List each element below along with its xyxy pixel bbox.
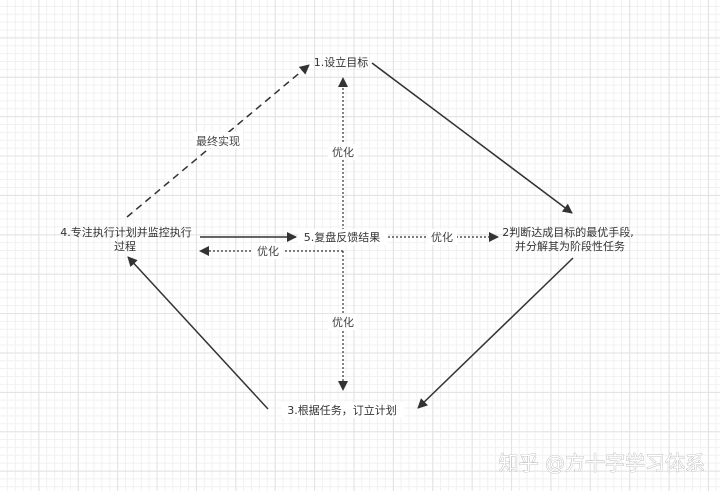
edge-means-to-plan	[417, 257, 574, 409]
edge-label-optimize-up: 优化	[332, 145, 354, 159]
node-means-line1: 2判断达成目标的最优手段,	[502, 225, 634, 239]
edge-label-optimize-right: 优化	[431, 230, 453, 244]
node-execute-line1: 4.专注执行计划并监控执行	[60, 225, 192, 239]
node-review: 5.复盘反馈结果	[304, 230, 381, 244]
edge-execute-to-goal-dashed	[126, 64, 310, 218]
edge-label-optimize-down: 优化	[332, 315, 354, 329]
watermark: 知乎 @方十字学习体系	[499, 451, 705, 475]
edge-label-optimize-left: 优化	[257, 244, 279, 258]
node-means-line2: 并分解其为阶段性任务	[515, 239, 625, 253]
node-execute-line2: 过程	[114, 240, 136, 253]
node-set-goal: 1.设立目标	[314, 55, 369, 69]
edge-plan-to-execute	[127, 256, 269, 410]
node-plan: 3.根据任务，订立计划	[287, 403, 397, 417]
edge-label-final: 最终实现	[196, 134, 240, 148]
edge-goal-to-means	[371, 62, 573, 214]
